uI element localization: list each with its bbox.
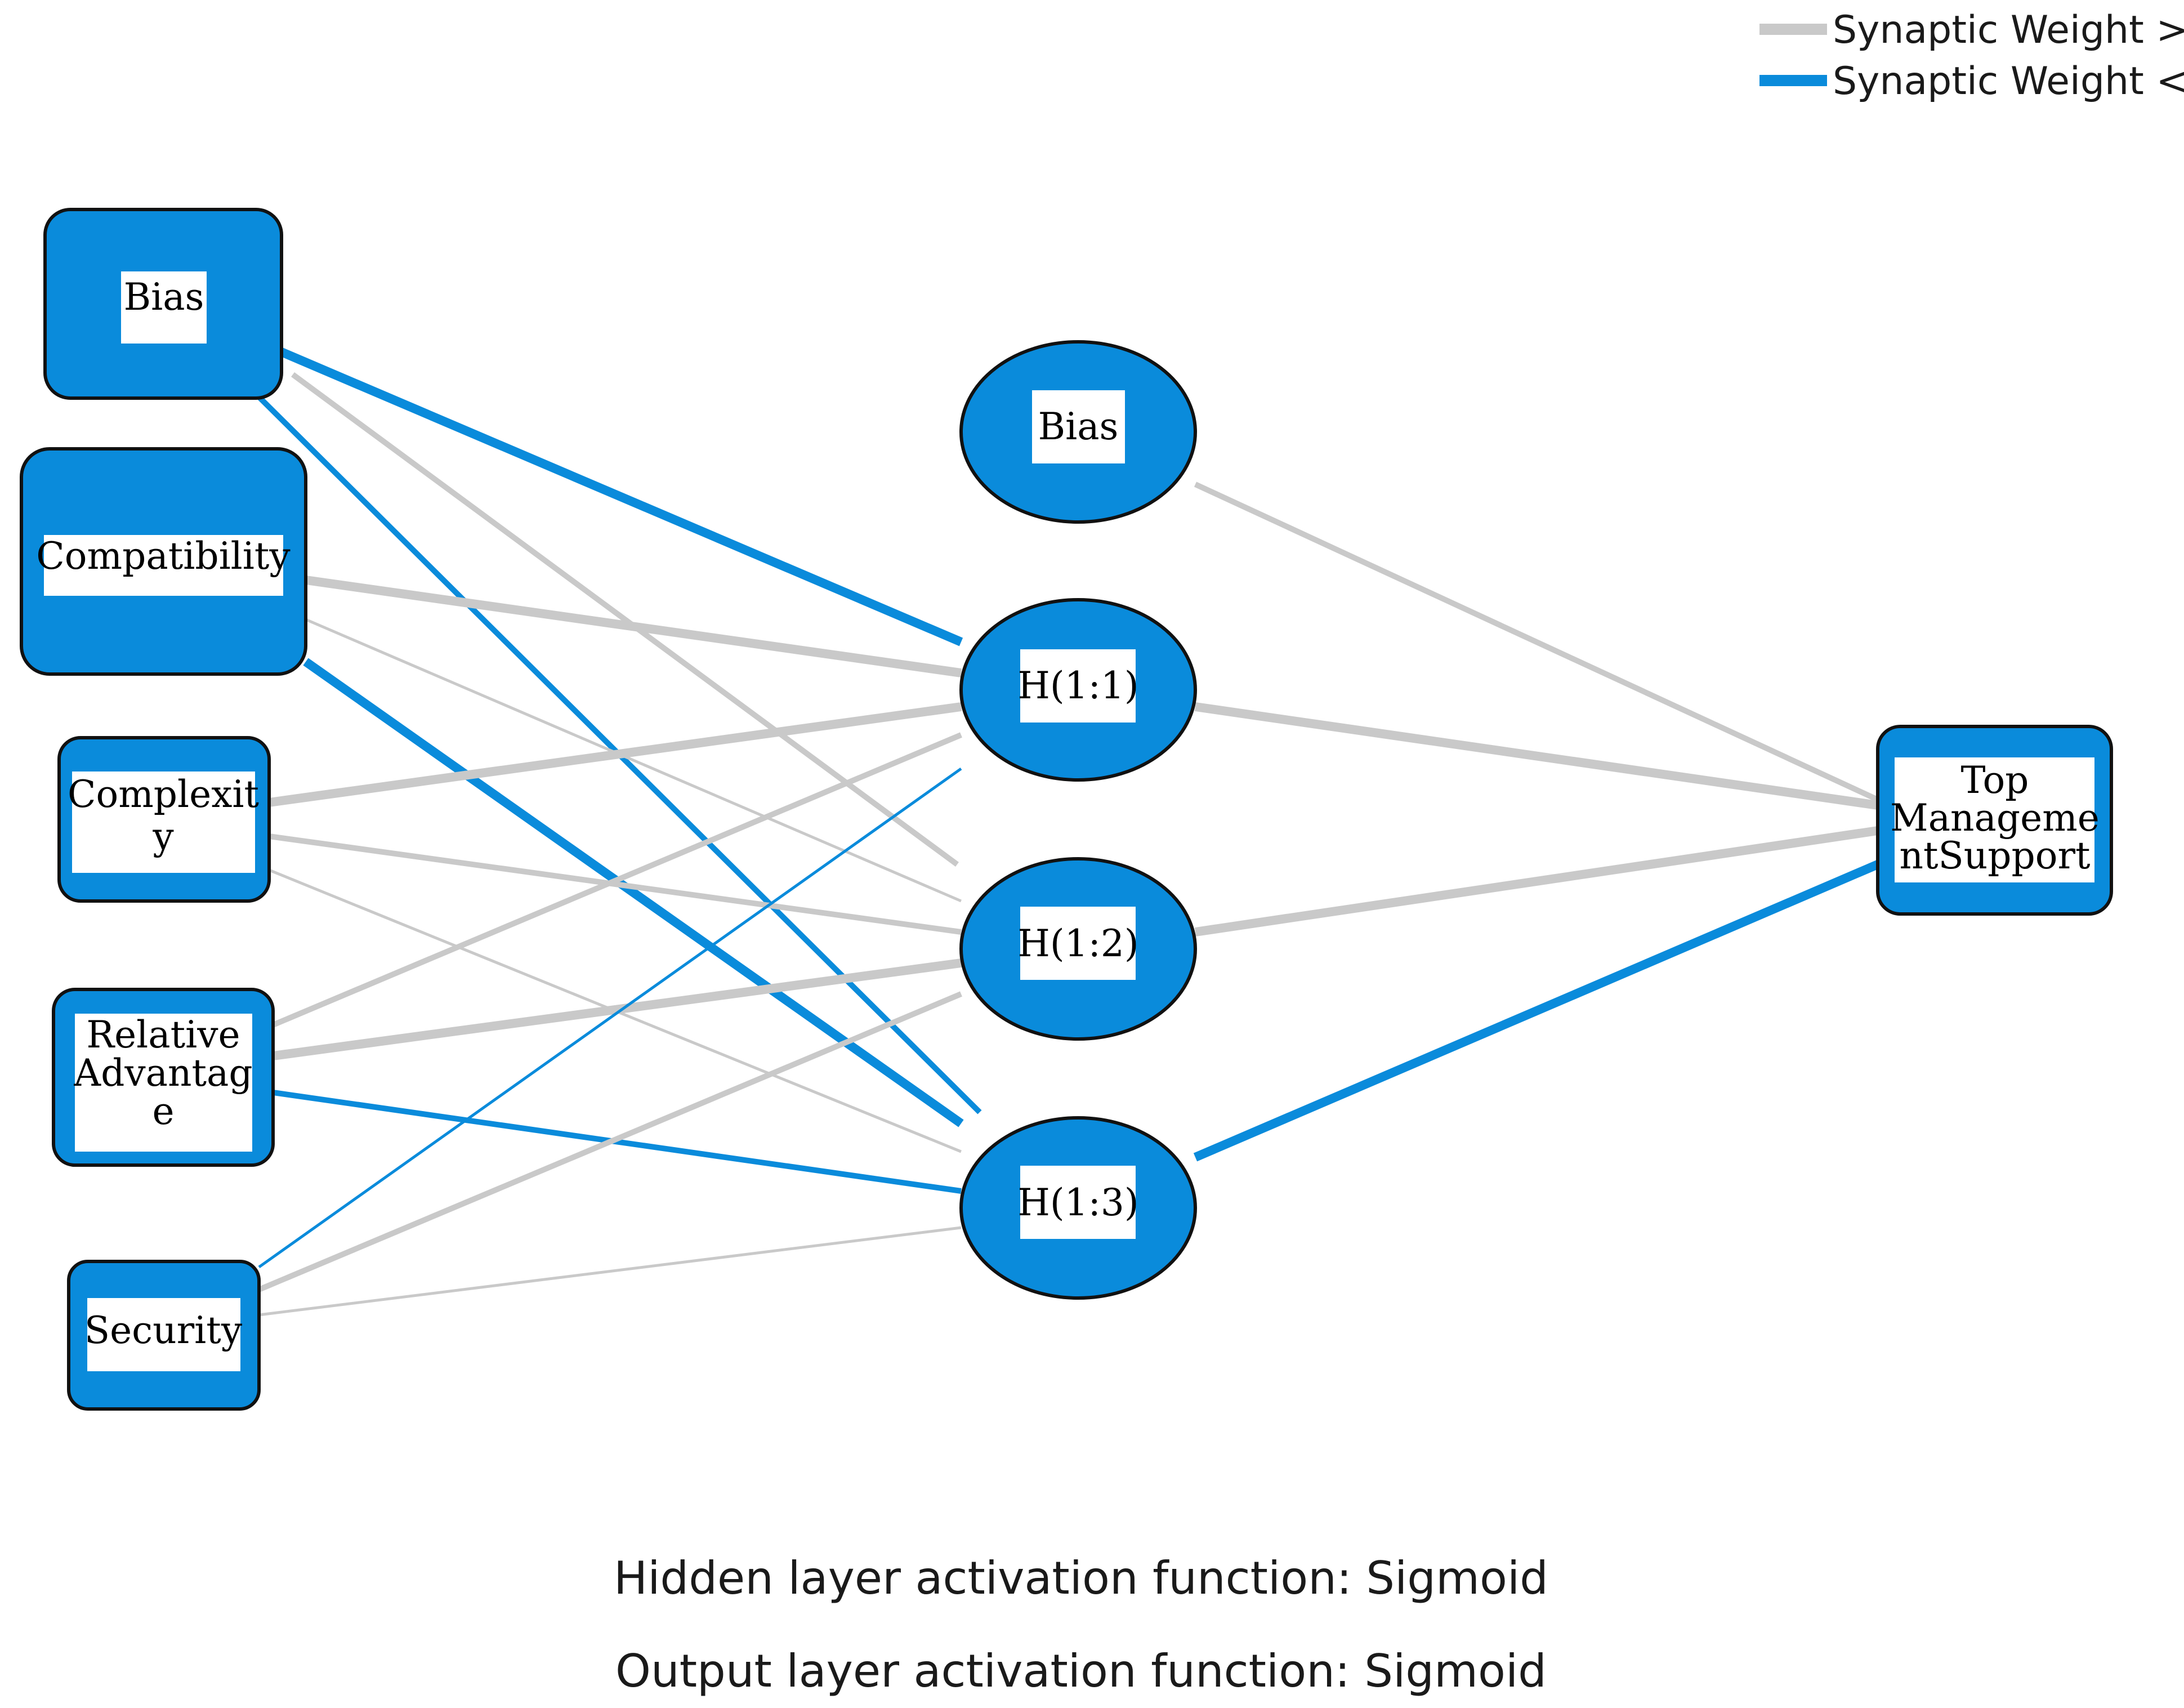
hidden-node-h3[interactable]: H(1:3) <box>959 1116 1197 1300</box>
input-node-label: e <box>152 1090 174 1133</box>
input-node-complexity[interactable]: Complexit y <box>57 736 271 903</box>
edge-in-bias-to-h1 <box>279 347 963 646</box>
input-node-label: Security <box>84 1309 243 1352</box>
hidden-node-h2[interactable]: H(1:2) <box>959 857 1197 1041</box>
output-activation-text: Output layer activation function: Sigmoi… <box>615 1645 1547 1697</box>
output-node-label: Top <box>1961 759 2029 802</box>
output-node-top-management-support[interactable]: Top Manageme ntSupport <box>1876 725 2113 916</box>
input-node-bias[interactable]: Bias <box>43 208 283 400</box>
input-node-label: Complexit <box>68 773 259 816</box>
edge-h-bias-to-out-tms <box>1194 481 1879 802</box>
input-node-label: Advantag <box>73 1051 252 1095</box>
edge-in-compat-to-h3 <box>303 658 964 1127</box>
hidden-node-h1[interactable]: H(1:1) <box>959 598 1197 782</box>
input-node-relative-advantage[interactable]: Relative Advantag e <box>52 988 275 1167</box>
edge-in-compat-to-h2 <box>305 618 962 903</box>
edge-in-security-to-h1 <box>258 767 962 1269</box>
edge-h2-to-out-tms <box>1194 826 1879 936</box>
legend-positive-label: Synaptic Weight > 0 <box>1833 8 2184 52</box>
edge-in-bias-to-h2 <box>291 372 959 867</box>
edge-in-complex-to-h1 <box>268 702 962 807</box>
hidden-node-label: H(1:3) <box>1017 1181 1138 1224</box>
edge-h1-to-out-tms <box>1194 702 1879 810</box>
output-layer: Top Manageme ntSupport <box>1876 725 2113 916</box>
input-layer: Bias Compatibility Complexit y Relative … <box>20 208 307 1411</box>
output-node-label: ntSupport <box>1899 834 2090 877</box>
input-node-label: Relative <box>86 1013 240 1056</box>
edge-in-reladv-to-h1 <box>272 732 962 1028</box>
legend: Synaptic Weight > 0 Synaptic Weight < 0 <box>1759 8 2184 104</box>
input-node-security[interactable]: Security <box>67 1260 261 1411</box>
output-node-label: Manageme <box>1890 796 2100 840</box>
legend-negative-label: Synaptic Weight < 0 <box>1833 59 2184 104</box>
edges-layer <box>257 347 1880 1317</box>
hidden-activation-text: Hidden layer activation function: Sigmoi… <box>614 1552 1548 1604</box>
edge-in-reladv-to-h2 <box>272 958 962 1060</box>
edge-in-security-to-h3 <box>258 1226 962 1317</box>
input-node-label: Bias <box>124 275 204 319</box>
edge-in-security-to-h2 <box>258 991 962 1292</box>
hidden-node-bias[interactable]: Bias <box>959 340 1197 524</box>
input-node-label: y <box>152 815 174 858</box>
input-node-label: Compatibility <box>36 534 291 578</box>
hidden-node-label: H(1:2) <box>1017 922 1138 965</box>
hidden-node-label: H(1:1) <box>1017 664 1138 707</box>
edge-in-complex-to-h2 <box>269 833 962 935</box>
input-node-compatibility[interactable]: Compatibility <box>20 447 307 676</box>
footer: Hidden layer activation function: Sigmoi… <box>614 1552 1548 1697</box>
edge-h3-to-out-tms <box>1193 860 1880 1162</box>
hidden-node-label: Bias <box>1038 405 1119 448</box>
edge-in-compat-to-h1 <box>305 576 962 677</box>
hidden-layer: Bias H(1:1) H(1:2) H(1:3) <box>959 340 1197 1300</box>
